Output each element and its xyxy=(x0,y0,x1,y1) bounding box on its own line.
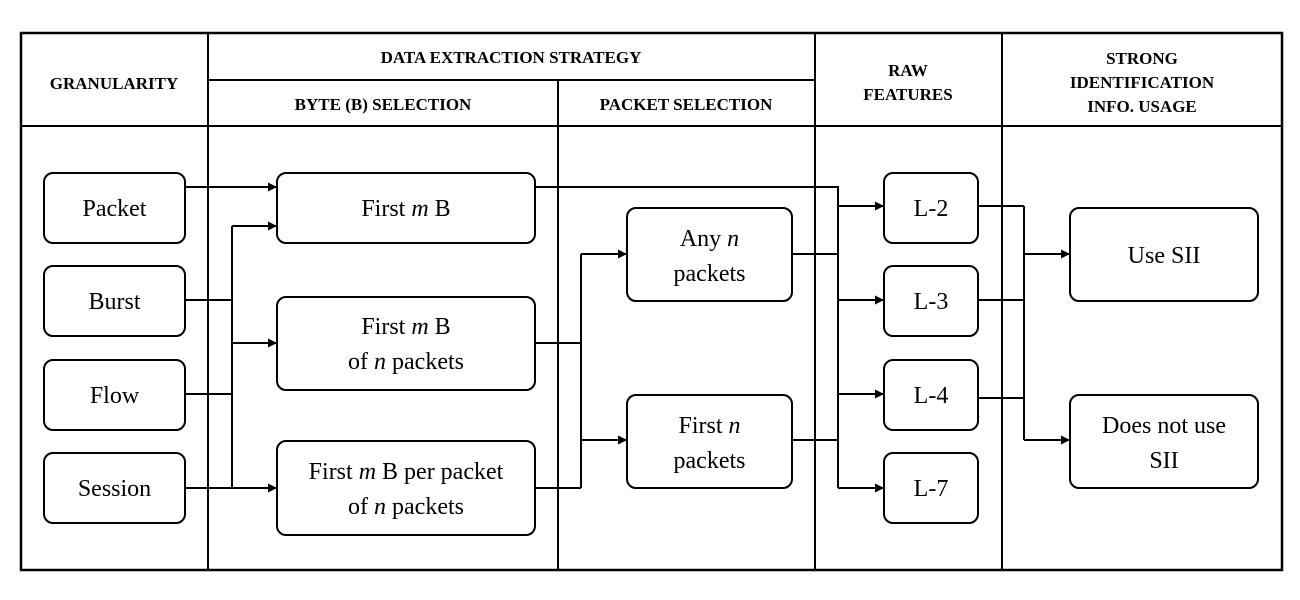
node-first-m-bytes-of-n-packets-line2: of n packets xyxy=(348,349,464,375)
header-packet-selection: PACKET SELECTION xyxy=(600,95,773,114)
node-first-m-bytes-label: First m B xyxy=(361,196,450,222)
node-l3-label: L-3 xyxy=(914,289,949,315)
node-does-not-use-sii-line2: SII xyxy=(1149,448,1178,474)
node-session-label: Session xyxy=(78,476,151,502)
node-any-n-packets: Any n packets xyxy=(626,207,793,302)
node-any-n-packets-line1: Any n xyxy=(680,226,739,252)
connectors xyxy=(185,182,1070,493)
header-raw-features-line1: RAW xyxy=(888,61,928,80)
header-data-extraction: DATA EXTRACTION STRATEGY xyxy=(381,48,642,67)
node-packet-label: Packet xyxy=(83,196,147,222)
header-byte-selection: BYTE (B) SELECTION xyxy=(295,95,472,114)
node-packet: Packet xyxy=(43,172,186,244)
node-use-sii: Use SII xyxy=(1069,207,1259,302)
header-sii-line3: INFO. USAGE xyxy=(1087,97,1197,116)
header-sii-line1: STRONG xyxy=(1106,49,1178,68)
node-l4: L-4 xyxy=(883,359,979,431)
node-first-m-bytes-of-n-packets: First m B of n packets xyxy=(276,296,536,391)
node-burst-label: Burst xyxy=(88,289,140,315)
node-burst: Burst xyxy=(43,265,186,337)
node-first-m-bytes-per-packet-line2: of n packets xyxy=(348,494,464,520)
node-first-m-bytes-per-packet: First m B per packet of n packets xyxy=(276,440,536,536)
node-flow: Flow xyxy=(43,359,186,431)
node-l7: L-7 xyxy=(883,452,979,524)
header-granularity: GRANULARITY xyxy=(50,74,178,93)
node-first-n-packets: First n packets xyxy=(626,394,793,489)
node-first-n-packets-line1: First n xyxy=(678,413,740,439)
node-session: Session xyxy=(43,452,186,524)
node-does-not-use-sii-line1: Does not use xyxy=(1102,413,1226,439)
header-sii-line2: IDENTIFICATION xyxy=(1070,73,1215,92)
node-l3: L-3 xyxy=(883,265,979,337)
node-any-n-packets-line2: packets xyxy=(674,261,746,287)
node-flow-label: Flow xyxy=(90,383,140,409)
header-raw-features-line2: FEATURES xyxy=(863,85,952,104)
node-use-sii-label: Use SII xyxy=(1128,243,1201,269)
node-l4-label: L-4 xyxy=(914,383,949,409)
node-l2-label: L-2 xyxy=(914,196,949,222)
node-does-not-use-sii: Does not use SII xyxy=(1069,394,1259,489)
node-first-m-bytes-of-n-packets-line1: First m B xyxy=(361,314,450,340)
node-first-m-bytes: First m B xyxy=(276,172,536,244)
node-first-m-bytes-per-packet-line1: First m B per packet xyxy=(309,459,504,485)
node-l2: L-2 xyxy=(883,172,979,244)
node-first-n-packets-line2: packets xyxy=(674,448,746,474)
node-l7-label: L-7 xyxy=(914,476,949,502)
